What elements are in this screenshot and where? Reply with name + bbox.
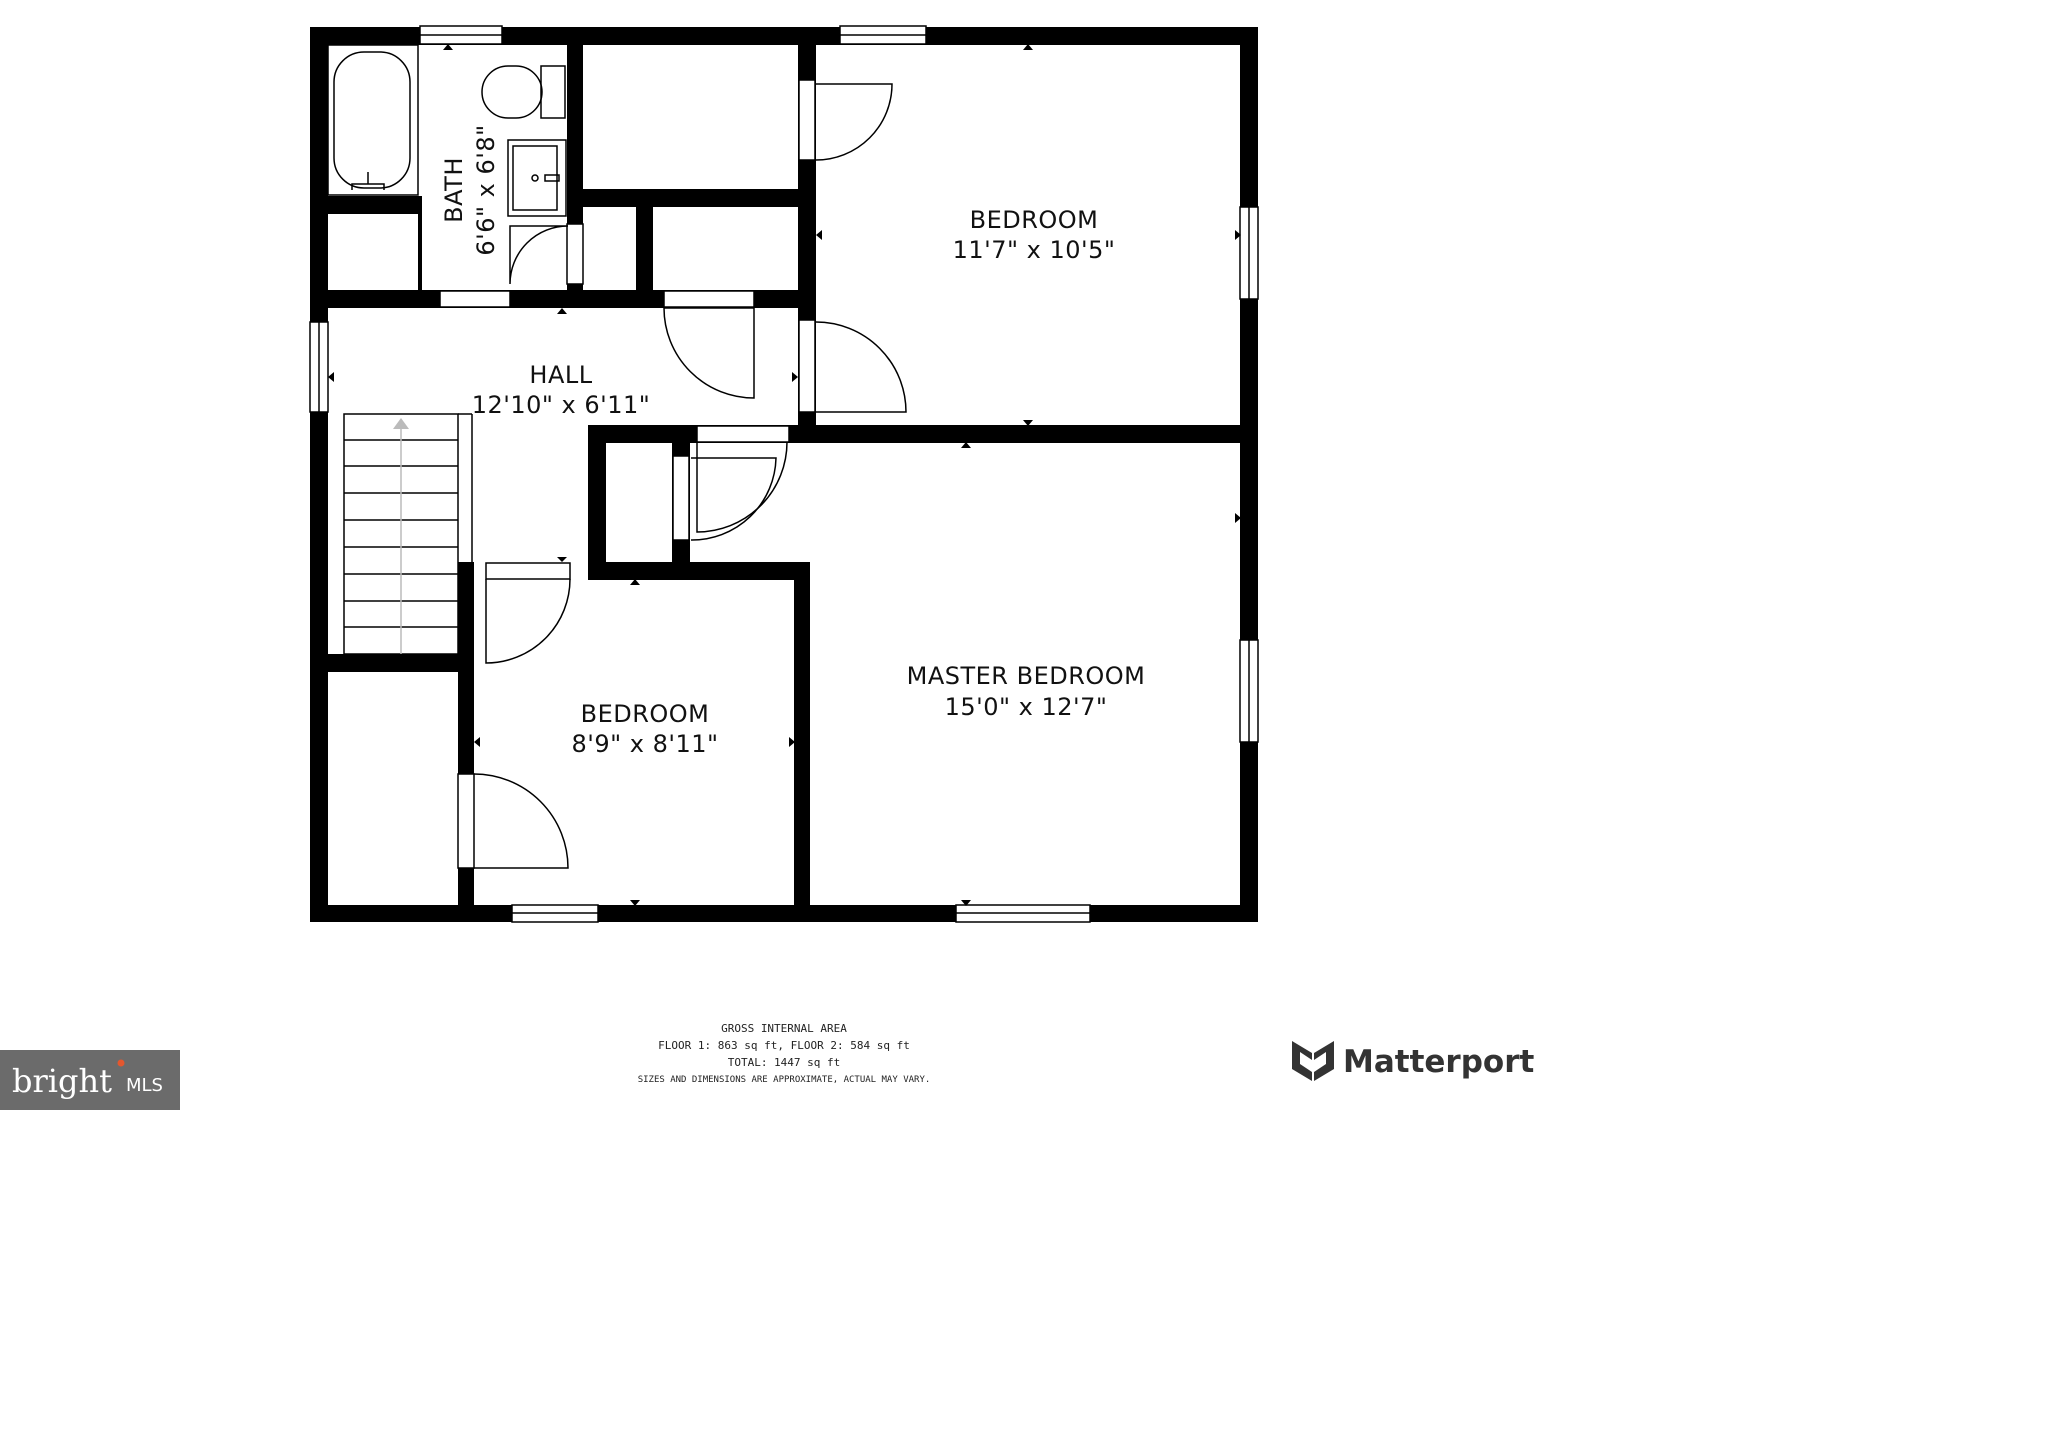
bedroom-small-name: BEDROOM [581,700,710,728]
area-floors: FLOOR 1: 863 sq ft, FLOOR 2: 584 sq ft [658,1039,910,1052]
door-openings [439,79,816,869]
windows [309,25,1259,923]
area-total: TOTAL: 1447 sq ft [728,1056,841,1069]
bath-fixtures [327,44,567,217]
dimension-markers [328,44,1241,906]
bedroom-small-dims: 8'9" x 8'11" [571,730,718,758]
matterport-mark-icon [1292,1041,1334,1081]
master-bedroom-dims: 15'0" x 12'7" [945,693,1108,721]
bedroom-top-dims: 11'7" x 10'5" [953,236,1116,264]
floor-plan: BATH 6'6" x 6'8" BEDROOM 11'7" x 10'5" H… [0,25,1534,1110]
hall-dims: 12'10" x 6'11" [472,391,651,419]
bath-dims: 6'6" x 6'8" [472,124,500,255]
area-disclaimer: SIZES AND DIMENSIONS ARE APPROXIMATE, AC… [638,1075,931,1085]
bath-name: BATH [440,157,468,223]
matterport-logo: Matterport [1292,1041,1534,1081]
mls-logo-text: MLS [126,1075,163,1096]
master-bedroom-name: MASTER BEDROOM [907,662,1146,690]
bright-mls-logo: bright MLS [0,1050,180,1110]
door-swings [473,83,907,869]
matterport-logo-text: Matterport [1343,1044,1534,1080]
hall-name: HALL [529,361,592,389]
area-title: GROSS INTERNAL AREA [721,1022,847,1035]
stairs [343,413,473,655]
bedroom-top-name: BEDROOM [970,206,1099,234]
bright-logo-text: bright [12,1062,112,1100]
